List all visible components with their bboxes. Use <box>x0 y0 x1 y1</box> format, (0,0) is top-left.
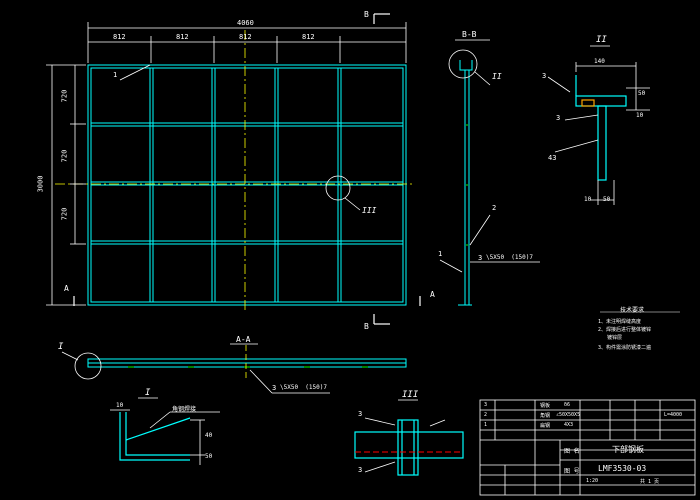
section-bb-weld-3: 3 <box>478 254 483 262</box>
title-block-row-1-spec: δ6 <box>564 402 571 408</box>
section-bb-callout-1: 1 <box>438 250 443 258</box>
plan-height-label: 3000 <box>36 175 45 193</box>
notes-line-1: 1、未注明焊缝高度 <box>598 319 642 325</box>
plan-outer-frame <box>87 64 407 306</box>
section-aa-weld-3: 3 <box>272 384 277 392</box>
detail-ii-label-3b: 3 <box>556 114 561 122</box>
section-mark-b-top: B <box>364 10 369 19</box>
detail-ii-dim-bottom-50: 50 <box>603 196 611 203</box>
section-mark-a-right: A <box>430 290 435 299</box>
notes-title: 技术要求 <box>620 307 645 314</box>
title-block-row-3-spec: 4X3 <box>564 422 574 428</box>
detail-ii-dim-bottom-10: 10 <box>584 196 592 203</box>
title-block-row-1-no: 3 <box>484 402 488 408</box>
detail-i-dim-10: 10 <box>116 402 124 409</box>
plan-callouts <box>119 64 361 211</box>
title-block-sheet: 共 1 页 <box>640 479 660 485</box>
title-block-row-2-name: 角钢 <box>540 413 551 419</box>
plan-row-label-1: 720 <box>60 89 69 103</box>
detail-ii-label-43: 43 <box>548 154 557 162</box>
section-aa-title: A-A <box>236 335 251 344</box>
detail-iii-title: III <box>402 390 419 400</box>
callout-III-circle <box>325 175 351 201</box>
title-block-drawing-name: 下部钢板 <box>612 445 644 454</box>
plan-callout-III: III <box>362 206 377 215</box>
title-block-row-3-name: 扁钢 <box>540 423 551 429</box>
section-bb-weld-spec: \5X50 (150)7 <box>486 254 533 261</box>
title-block-row-3-no: 1 <box>484 422 488 428</box>
detail-i-title: I <box>145 388 151 398</box>
plan-horizontal-stiffeners <box>91 122 403 245</box>
detail-ii-dim-50: 50 <box>638 90 646 97</box>
detail-iii-weld-3b: 3 <box>358 466 363 474</box>
section-bb-title: B-B <box>462 30 477 39</box>
section-aa <box>61 343 407 394</box>
section-mark-b-bottom: B <box>364 322 369 331</box>
plan-col-label-3: 812 <box>239 33 252 41</box>
detail-ii-label-3a: 3 <box>542 72 547 80</box>
title-block-label-name: 图 名 <box>564 448 580 455</box>
detail-ii-title: II <box>596 35 607 45</box>
title-block-row-2-no: 2 <box>484 412 488 418</box>
title-block-row-2-spec: ∠50X50X5 <box>556 412 581 418</box>
section-aa-callout-I: I <box>58 342 64 352</box>
title-block-row-1-name: 钢板 <box>540 403 551 409</box>
detail-ii <box>547 45 650 205</box>
title-block-drawing-number: LMF3530-03 <box>598 464 647 473</box>
detail-i-dim-50: 50 <box>205 453 213 460</box>
plan-width-label: 4060 <box>237 19 254 27</box>
section-mark-a-left: A <box>64 284 69 293</box>
notes-line-4: 3、构件需涂防锈漆二遍 <box>598 345 652 351</box>
detail-i-note: 角钢焊接 <box>172 406 197 413</box>
section-bb <box>439 39 540 306</box>
title-block-length: L=4000 <box>664 412 683 418</box>
detail-iii-weld-3a: 3 <box>358 410 363 418</box>
section-marks <box>73 13 421 325</box>
plan-col-label-1: 812 <box>113 33 126 41</box>
plan-row-label-2: 720 <box>60 149 69 163</box>
plan-col-label-2: 812 <box>176 33 189 41</box>
plan-callout-1: 1 <box>113 71 118 79</box>
section-bb-callout-2: 2 <box>492 204 497 212</box>
detail-ii-dim-top: 140 <box>594 58 605 65</box>
section-bb-callout-II: II <box>492 72 502 81</box>
detail-i <box>110 397 220 465</box>
section-aa-weld-spec: \5X50 (150)7 <box>280 384 327 391</box>
plan-row-label-3: 720 <box>60 207 69 221</box>
plan-view <box>87 64 407 306</box>
title-block-scale: 1:20 <box>586 478 599 484</box>
plan-col-label-4: 812 <box>302 33 315 41</box>
notes-line-3: 镀锌层 <box>598 335 623 341</box>
plan-centerlines <box>55 30 412 312</box>
detail-i-dim-40: 40 <box>205 432 213 439</box>
notes-line-2: 2、焊接后进行整体镀锌 <box>598 327 652 333</box>
plan-dimensions <box>46 22 407 306</box>
detail-ii-dim-10: 10 <box>636 112 644 119</box>
title-block-label-number: 图 号 <box>564 468 580 475</box>
detail-iii <box>354 399 464 476</box>
title-block <box>479 399 696 496</box>
